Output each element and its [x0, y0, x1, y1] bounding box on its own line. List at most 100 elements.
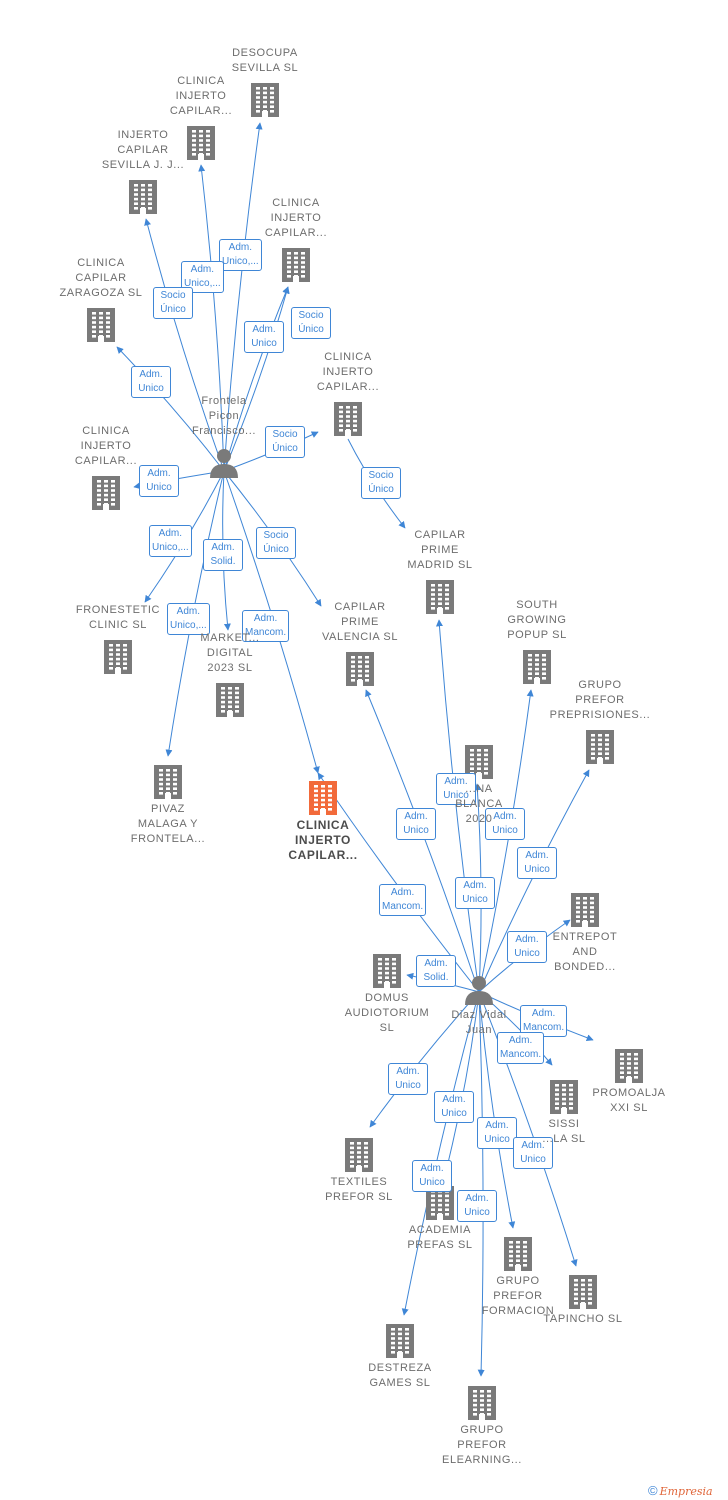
edge-frontela-cic2: [223, 286, 290, 472]
edge-frontela-injerto_sev: [144, 218, 225, 472]
building-icon[interactable]: [87, 308, 115, 342]
edge-frontela-zaragoza: [116, 346, 225, 472]
node-label-sissi[interactable]: SISSI ...LA SL: [542, 1118, 586, 1145]
building-icon[interactable]: [571, 893, 599, 927]
edge-label: Adm. Mancom.: [242, 610, 290, 642]
edge-diaz-elearning: [477, 991, 485, 1377]
edge-label: Adm. Mancom.: [497, 1032, 545, 1064]
node-label-cic3[interactable]: CLINICA INJERTO CAPILAR...: [74, 425, 138, 467]
node-label-south[interactable]: SOUTH GROWING POPUP SL: [507, 599, 567, 641]
building-icon[interactable]: [615, 1049, 643, 1083]
node-label-fronestetic[interactable]: FRONESTETIC CLINIC SL: [75, 604, 161, 631]
building-icon[interactable]: [187, 126, 215, 160]
building-icon[interactable]: [523, 650, 551, 684]
building-icon[interactable]: [92, 476, 120, 510]
person-icon[interactable]: [465, 976, 493, 1005]
edge-diaz-south: [478, 689, 534, 993]
node-label-cic2[interactable]: CLINICA INJERTO CAPILAR...: [264, 197, 328, 239]
building-icon[interactable]: [216, 683, 244, 717]
edge-frontela-cic2: [223, 286, 289, 472]
node-label-entrepot[interactable]: ENTREPOT AND BONDED...: [552, 931, 618, 973]
node-label-frontela[interactable]: Frontela Picon Francisco...: [191, 395, 257, 437]
node-label-elearning[interactable]: GRUPO PREFOR ELEARNING...: [442, 1424, 522, 1466]
edge-diaz-valencia: [365, 689, 480, 993]
edge-diaz-academia: [443, 991, 480, 1176]
node-label-blanca[interactable]: ...NA BLANCA 2020: [455, 783, 503, 825]
node-label-promoalja[interactable]: PROMOALJA XXI SL: [592, 1087, 666, 1114]
edge-label: Adm. Unico: [436, 773, 476, 805]
node-label-focus[interactable]: CLINICA INJERTO CAPILAR...: [288, 818, 358, 862]
edge-diaz-preprisiones: [478, 769, 590, 993]
edge-label: Adm. Unico: [434, 1091, 474, 1123]
building-icon[interactable]: [504, 1237, 532, 1271]
edge-label: Adm. Unico: [507, 931, 547, 963]
node-label-cic4[interactable]: CLINICA INJERTO CAPILAR...: [316, 351, 380, 393]
building-icon[interactable]: [586, 730, 614, 764]
node-label-desocupa[interactable]: DESOCUPA SEVILLA SL: [231, 47, 299, 74]
node-label-preprisiones[interactable]: GRUPO PREFOR PREPRISIONES...: [549, 679, 651, 721]
building-icon[interactable]: [345, 1138, 373, 1172]
node-label-diaz[interactable]: Diaz Vidal Juan: [451, 1009, 507, 1036]
node-label-injerto_sev[interactable]: INJERTO CAPILAR SEVILLA J. J...: [101, 129, 185, 171]
edge-diaz-formacion: [478, 991, 516, 1229]
node-label-tapincho[interactable]: TAPINCHO SL: [543, 1313, 623, 1325]
edge-label: Socio Único: [265, 426, 305, 458]
edge-label: Adm. Unico: [131, 366, 171, 398]
building-icon[interactable]: [550, 1080, 578, 1114]
edge-label: Adm. Unico: [513, 1137, 553, 1169]
brand-footer: ©Empresia: [648, 1483, 728, 1498]
node-label-textiles[interactable]: TEXTILES PREFOR SL: [325, 1176, 393, 1203]
person-icon[interactable]: [210, 449, 238, 478]
building-icon[interactable]: [426, 580, 454, 614]
node-label-academia[interactable]: ACADEMIA PREFAS SL: [407, 1224, 473, 1251]
node-label-destreza[interactable]: DESTREZA GAMES SL: [368, 1362, 432, 1389]
edge-label: Adm. Unico,...: [219, 239, 262, 271]
building-icon[interactable]: [129, 180, 157, 214]
focus-building-icon[interactable]: [309, 781, 337, 815]
building-icon[interactable]: [334, 402, 362, 436]
edge-label: Adm. Mancom.: [520, 1005, 568, 1037]
node-label-cic1[interactable]: CLINICA INJERTO CAPILAR...: [169, 75, 233, 117]
edge-label: Adm. Unico: [477, 1117, 517, 1149]
building-icon[interactable]: [569, 1275, 597, 1309]
edge-label: Adm. Unico: [455, 877, 495, 909]
edge-label: Adm. Unico: [139, 465, 179, 497]
building-icon[interactable]: [154, 765, 182, 799]
edge-diaz-madrid: [435, 619, 480, 993]
edge-label: Adm. Unico: [485, 808, 525, 840]
edge-label: Adm. Unico: [396, 808, 436, 840]
edge-diaz-textiles: [369, 991, 480, 1128]
node-label-madrid[interactable]: CAPILAR PRIME MADRID SL: [407, 529, 473, 571]
edge-label: Adm. Solid.: [203, 539, 243, 571]
edge-frontela-cic1: [198, 164, 225, 472]
node-label-formacion[interactable]: GRUPO PREFOR FORMACION: [481, 1275, 555, 1317]
building-icon[interactable]: [373, 954, 401, 988]
edge-label: Adm. Unico,...: [167, 603, 210, 635]
building-icon[interactable]: [282, 248, 310, 282]
building-icon[interactable]: [386, 1324, 414, 1358]
brand-name: Empresia: [659, 1485, 713, 1498]
edge-label: Socio Único: [153, 287, 193, 319]
edge-label: Adm. Unico,...: [149, 525, 192, 557]
building-icon[interactable]: [346, 652, 374, 686]
copyright-icon: ©: [648, 1483, 658, 1498]
edge-label: Adm. Solid.: [416, 955, 456, 987]
building-icon[interactable]: [251, 83, 279, 117]
edge-label: Socio Único: [361, 467, 401, 499]
edge-diaz-destreza: [401, 991, 480, 1316]
node-label-marketing[interactable]: MARKET... DIGITAL 2023 SL: [200, 632, 260, 674]
edge-frontela-desocupa: [223, 122, 263, 472]
building-icon[interactable]: [104, 640, 132, 674]
edge-label: Adm. Unico: [412, 1160, 452, 1192]
edge-label: Adm. Unico: [388, 1063, 428, 1095]
edge-label: Socio Único: [256, 527, 296, 559]
building-icon[interactable]: [468, 1386, 496, 1420]
edge-diaz-tapincho: [478, 991, 578, 1267]
node-label-pivaz[interactable]: PIVAZ MALAGA Y FRONTELA...: [130, 803, 206, 845]
node-label-valencia[interactable]: CAPILAR PRIME VALENCIA SL: [321, 601, 399, 643]
node-label-domus[interactable]: DOMUS AUDIOTORIUM SL: [344, 992, 430, 1034]
edge-label: Socio Único: [291, 307, 331, 339]
node-label-zaragoza[interactable]: CLINICA CAPILAR ZARAGOZA SL: [59, 257, 143, 299]
